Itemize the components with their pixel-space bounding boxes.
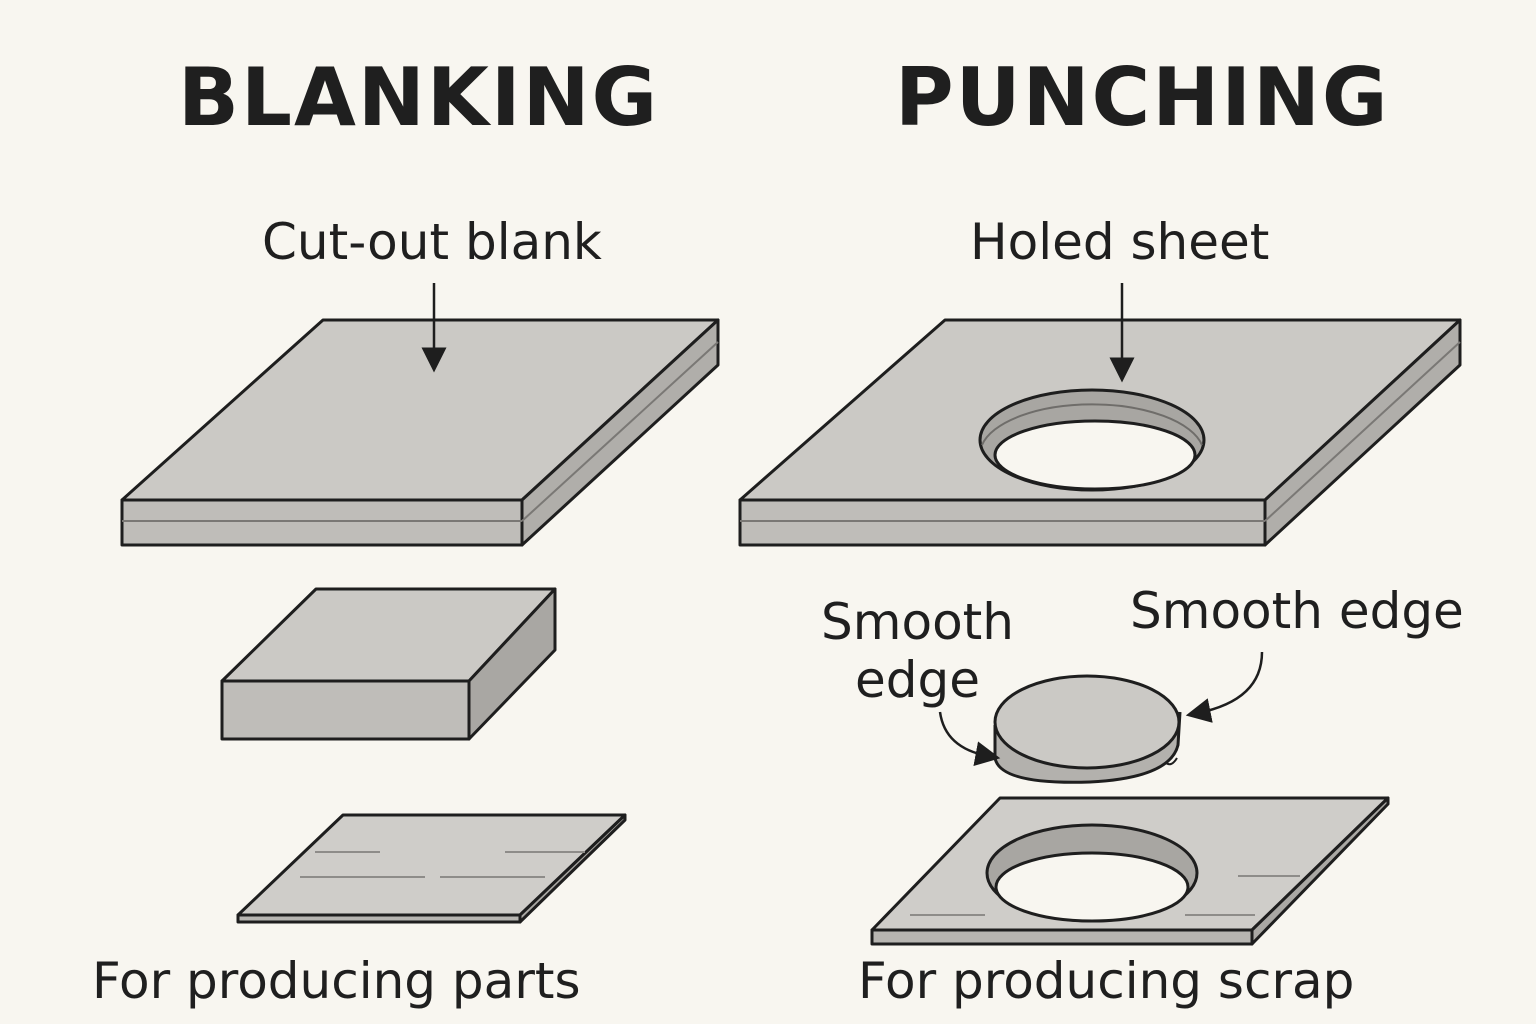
cut-out-blank-label: Cut-out blank xyxy=(262,213,602,271)
holed-sheet-label: Holed sheet xyxy=(970,213,1270,271)
blanking-caption: For producing parts xyxy=(92,952,581,1010)
smooth-edge-left-arrow xyxy=(938,711,1001,766)
punching-thin-plate xyxy=(870,796,1390,946)
smooth-edge-right-label: Smooth edge xyxy=(1130,582,1464,640)
blanking-block xyxy=(220,587,557,741)
blanking-large-sheet xyxy=(120,318,720,547)
punching-holed-sheet xyxy=(738,318,1462,547)
smooth-edge-left-label: Smooth edge xyxy=(821,593,1014,709)
punched-slug xyxy=(993,674,1182,784)
blanking-title: BLANKING xyxy=(178,51,660,144)
smooth-edge-right-arrow xyxy=(1185,651,1264,723)
blanking-thin-plate xyxy=(236,813,627,924)
punching-caption: For producing scrap xyxy=(858,952,1355,1010)
punching-title: PUNCHING xyxy=(895,51,1390,144)
